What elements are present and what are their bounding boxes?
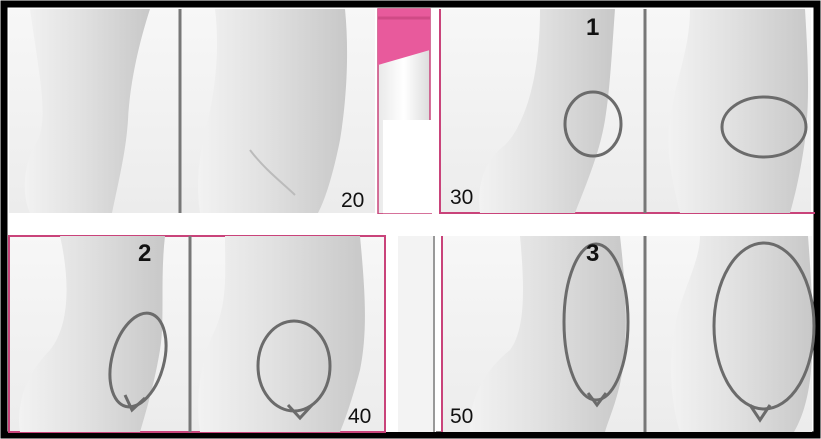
age-label-20: 20 [341,189,364,213]
age-label-30: 30 [450,186,473,210]
panel-age-50 [442,236,814,432]
tube-gauge [375,9,433,214]
panel-age-30 [440,9,815,214]
panel-age-40 [9,236,385,432]
panel-age-20 [9,9,375,213]
stage-label-1: 1 [586,14,599,42]
stage-label-2: 2 [138,240,151,268]
torso-silhouette [668,9,808,213]
stage-label-3: 3 [586,240,599,268]
age-label-50: 50 [450,405,473,429]
torso-silhouette [198,9,347,213]
age-label-40: 40 [348,405,371,429]
